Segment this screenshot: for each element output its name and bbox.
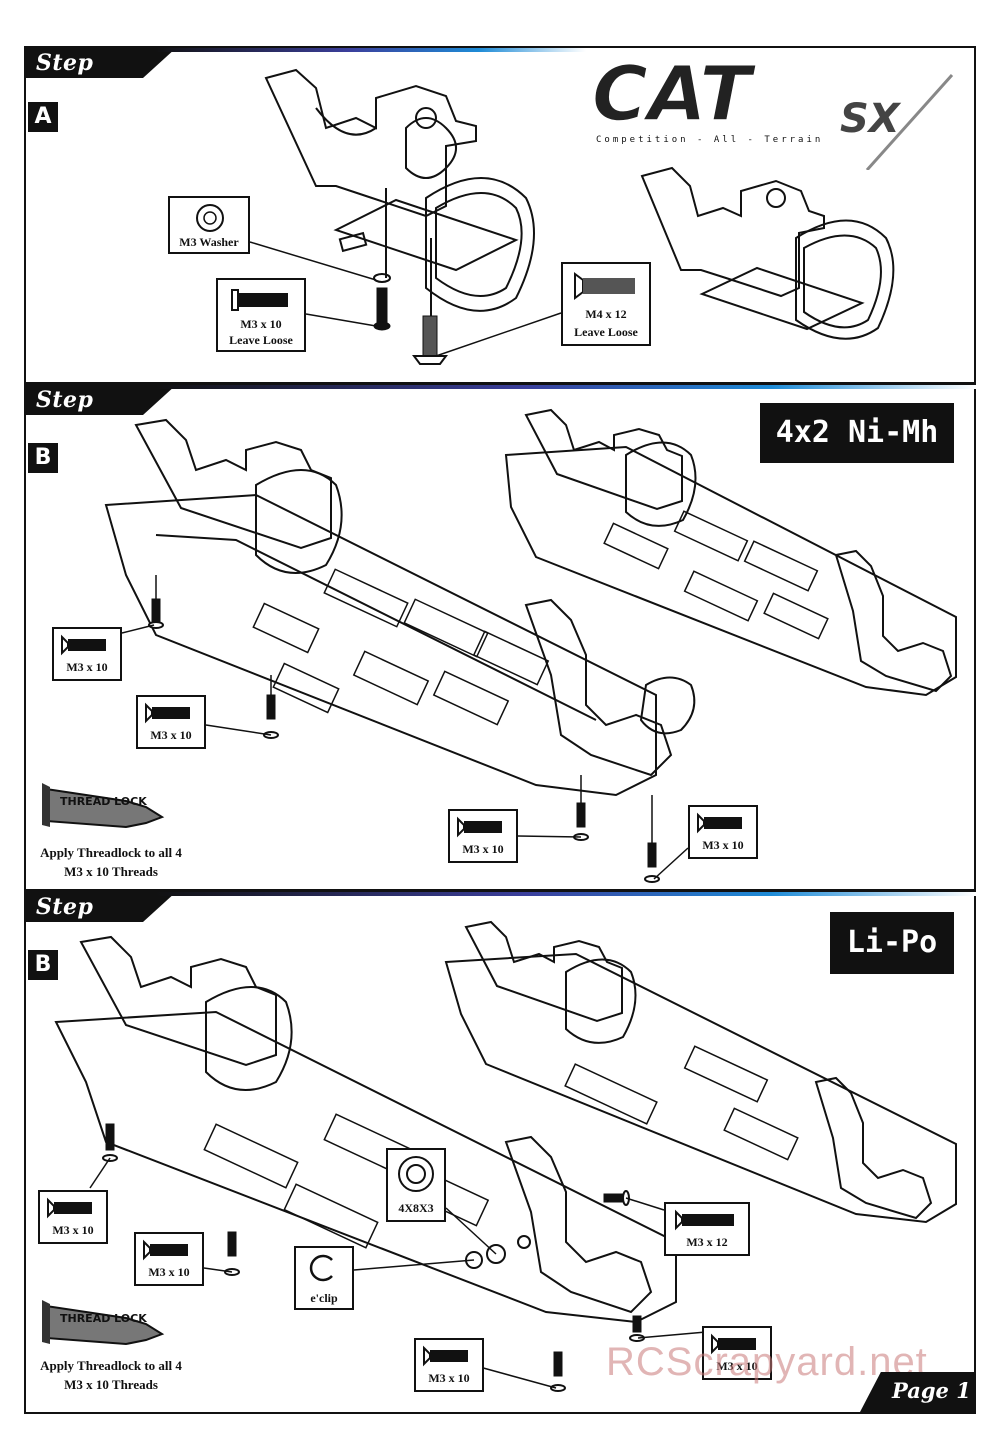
chassis-drawing-nimh [104, 408, 957, 883]
step-title: Step 1 [36, 387, 94, 439]
part-m3x10-b: M3 x 10 [134, 1232, 204, 1286]
part-caption: e'clip [310, 1291, 338, 1305]
part-m3-washer: M3 Washer [168, 196, 250, 254]
logo-suffix: SX [840, 96, 902, 142]
note-line-1: Apply Threadlock to all 4 [40, 1358, 182, 1373]
threadlock-note: Apply Threadlock to all 4 M3 x 10 Thread… [26, 1356, 196, 1394]
step-panel-a: Step 1 A [24, 46, 976, 384]
part-caption: M3 x 10 [66, 660, 108, 674]
part-caption-2: Leave Loose [574, 325, 638, 339]
part-caption: M3 x 10 [148, 1265, 190, 1279]
watermark: RCScrapyard.net [606, 1340, 928, 1384]
part-m3x10-d: M3 x 10 [688, 805, 758, 859]
part-m3x10-c: M3 x 10 [448, 809, 518, 863]
battery-type-label: Li-Po [830, 912, 954, 974]
part-caption: M4 x 12 [585, 307, 627, 321]
chassis-plate [104, 493, 657, 797]
substep-letter: B [28, 443, 58, 473]
part-caption: M3 x 10 [462, 842, 504, 856]
step-title: Step 1 [36, 894, 94, 946]
substep-letter: B [28, 950, 58, 980]
part-caption: M3 x 10 [702, 838, 744, 852]
chassis-plate-view-2 [504, 445, 957, 697]
substep-letter: A [28, 102, 58, 132]
page-number: Page 1 [892, 1378, 971, 1403]
part-m3x10-b: M3 x 10 [136, 695, 206, 749]
part-caption-2: Leave Loose [229, 333, 293, 347]
battery-type-label: 4x2 Ni-Mh [760, 403, 954, 463]
step-panel-b-nimh: Step 1 B 4x2 Ni-Mh [24, 383, 976, 891]
part-m3x10-a: M3 x 10 [38, 1190, 108, 1244]
part-m3x10-c: M3 x 10 [414, 1338, 484, 1392]
part-caption: M3 x 10 [716, 1359, 758, 1373]
threadlock-text: THREAD LOCK [60, 1312, 147, 1325]
step-panel-b-lipo: Step 1 B Li-Po [24, 890, 976, 1414]
step-title: Step 1 [36, 50, 94, 102]
note-line-2: M3 x 10 Threads [64, 1377, 158, 1392]
motor-mount-drawing [264, 68, 477, 218]
brand-logo: CAT SX Competition - All - Terrain [582, 50, 982, 170]
motor-mount-view-2 [640, 166, 825, 298]
part-m3x10-leave-loose: M3 x 10 Leave Loose [216, 278, 306, 352]
page-tag [860, 1372, 976, 1412]
part-caption: M3 x 10 [52, 1223, 94, 1237]
part-caption: M3 Washer [179, 235, 239, 249]
note-line-2: M3 x 10 Threads [64, 864, 158, 879]
part-caption: 4X8X3 [398, 1201, 434, 1215]
logo-brand: CAT [592, 50, 756, 138]
chassis-plate-view-2 [444, 952, 957, 1224]
part-m4x12-leave-loose: M4 x 12 Leave Loose [561, 262, 651, 346]
part-caption: M3 x 10 [150, 728, 192, 742]
assembly-drawing-a [249, 68, 895, 365]
part-caption: M3 x 12 [686, 1235, 728, 1249]
part-m3x12: M3 x 12 [664, 1202, 750, 1256]
threadlock-tube-icon: THREAD LOCK [42, 1300, 165, 1346]
threadlock-tube-icon: THREAD LOCK [42, 783, 165, 829]
part-m3x10-a: M3 x 10 [52, 627, 122, 681]
part-caption: M3 x 10 [240, 317, 282, 331]
note-line-1: Apply Threadlock to all 4 [40, 845, 182, 860]
threadlock-text: THREAD LOCK [60, 795, 147, 808]
threadlock-note: Apply Threadlock to all 4 M3 x 10 Thread… [26, 843, 196, 881]
part-m3x10-d: M3 x 10 [702, 1326, 772, 1380]
logo-tagline: Competition - All - Terrain [596, 135, 823, 145]
part-caption: M3 x 10 [428, 1371, 470, 1385]
part-bearing-4x8x3: 4X8X3 [386, 1148, 446, 1222]
spur-ring [425, 177, 535, 312]
part-e-clip: e'clip [294, 1246, 354, 1310]
chassis-drawing-lipo [54, 920, 957, 1392]
